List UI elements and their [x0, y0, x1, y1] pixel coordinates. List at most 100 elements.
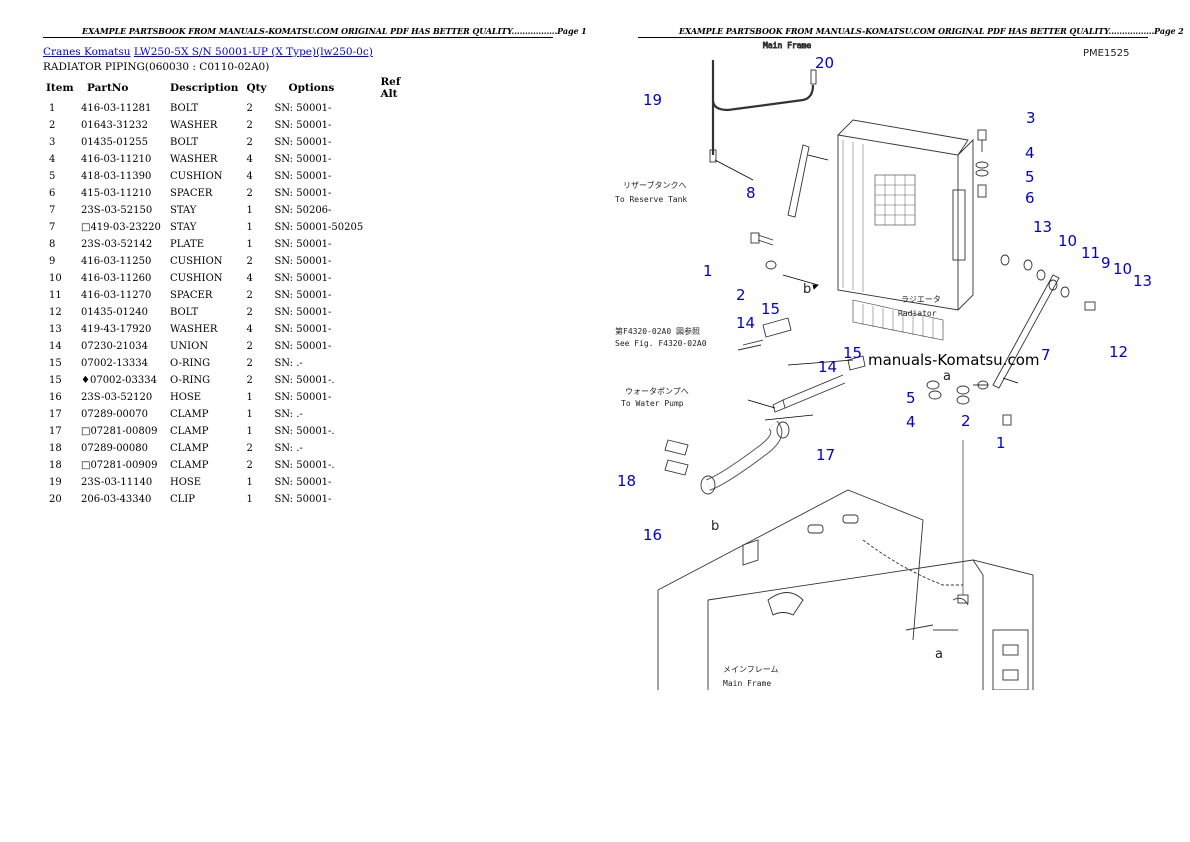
cell-description: CUSHION: [170, 273, 223, 284]
cell-item: 17: [49, 426, 62, 437]
cell-item: 9: [49, 256, 56, 267]
callout-2: 2: [736, 286, 746, 304]
col-header-ref-alt: Ref Alt: [380, 76, 401, 100]
cell-options: SN: .-: [274, 358, 303, 369]
cell-partno: 23S-03-52120: [81, 392, 153, 403]
callout-8: 8: [746, 184, 756, 202]
cell-qty: 1: [246, 409, 253, 420]
col-header-options: Options: [288, 82, 335, 94]
cell-qty: 2: [246, 256, 253, 267]
cell-partno: 418-03-11390: [81, 171, 152, 182]
breadcrumb-link-model[interactable]: LW250-5X S/N 50001-UP (X Type)(lw250-0c): [133, 46, 373, 58]
cell-partno: 416-03-11270: [81, 290, 152, 301]
cell-partno: 07002-13334: [81, 358, 149, 369]
radiator-label: Radiator: [898, 309, 937, 318]
cell-qty: 1: [246, 392, 253, 403]
drawing-code: PME1525: [1083, 48, 1129, 59]
header-rule: [43, 37, 553, 38]
cell-description: CLAMP: [170, 460, 209, 471]
cell-ref-alt: [380, 219, 420, 236]
cell-item: 14: [49, 341, 62, 352]
cell-item: 7: [49, 205, 56, 216]
cell-description: STAY: [170, 205, 197, 216]
cell-options: SN: 50001-: [274, 307, 332, 318]
cell-description: CLAMP: [170, 409, 209, 420]
cell-description: PLATE: [170, 239, 205, 250]
cell-partno: 23S-03-11140: [81, 477, 153, 488]
cell-options: SN: 50001-: [274, 290, 332, 301]
cell-description: STAY: [170, 222, 197, 233]
cell-item: 6: [49, 188, 56, 199]
cell-ref-alt: [380, 100, 420, 117]
cell-options: SN: 50001-: [274, 494, 332, 505]
cell-ref-alt: [380, 423, 420, 440]
cell-qty: 4: [246, 171, 253, 182]
callout-4b: 4: [906, 413, 916, 431]
cell-qty: 1: [246, 222, 253, 233]
col-header-partno: PartNo: [87, 82, 129, 94]
parts-list-page: EXAMPLE PARTSBOOK FROM MANUALS-KOMATSU.C…: [43, 26, 587, 508]
cell-partno: 416-03-11250: [81, 256, 152, 267]
cell-partno: □419-03-23220: [81, 222, 161, 233]
cell-item: 15: [49, 375, 62, 386]
cell-ref-alt: [380, 389, 420, 406]
cell-qty: 4: [246, 273, 253, 284]
diagram-fragment-text: Main Frame: [763, 41, 811, 50]
cell-ref-alt: [380, 440, 420, 457]
cell-partno: 415-03-11210: [81, 188, 152, 199]
cell-item: 16: [49, 392, 62, 403]
cell-item: 18: [49, 460, 62, 471]
cell-options: SN: 50001-: [274, 477, 332, 488]
reserve-tank-label-jp: リザーブタンクへ: [623, 180, 687, 190]
cell-item: 15: [49, 358, 62, 369]
cell-qty: 1: [246, 494, 253, 505]
cell-qty: 1: [246, 426, 253, 437]
cell-qty: 4: [246, 324, 253, 335]
ref-b-bottom: b: [711, 519, 719, 534]
cell-qty: 2: [246, 341, 253, 352]
callout-15: 15: [761, 300, 780, 318]
cell-description: CLIP: [170, 494, 195, 505]
cell-description: HOSE: [170, 392, 202, 403]
cell-item: 17: [49, 409, 62, 420]
callout-20: 20: [815, 54, 834, 72]
ref-a-top: a: [943, 369, 951, 384]
cell-partno: 07289-00070: [81, 409, 149, 420]
reserve-hose: [711, 60, 815, 112]
cell-partno: 416-03-11210: [81, 154, 152, 165]
cell-description: HOSE: [170, 477, 202, 488]
col-header-item: Item: [46, 82, 74, 94]
cell-ref-alt: [380, 321, 420, 338]
callout-1: 1: [703, 262, 713, 280]
cell-description: BOLT: [170, 307, 199, 318]
stay-right: [992, 274, 1060, 389]
table-row: 16 23S-03-52120 HOSE 1 SN: 50001-: [46, 389, 420, 406]
callout-4: 4: [1025, 144, 1035, 162]
cell-description: UNION: [170, 341, 209, 352]
cell-options: SN: 50001-: [274, 341, 332, 352]
breadcrumb-link-cranes[interactable]: Cranes Komatsu: [43, 46, 131, 58]
cell-options: SN: 50001-: [274, 392, 332, 403]
cell-description: CLAMP: [170, 426, 209, 437]
see-fig-label-jp: 第F4320-02A0 図参照: [615, 326, 700, 336]
cell-options: SN: 50001-: [274, 103, 332, 114]
cell-qty: 2: [246, 137, 253, 148]
callout-6: 6: [1025, 189, 1035, 207]
cell-options: SN: 50001-50205: [274, 222, 364, 233]
cell-item: 8: [49, 239, 56, 250]
cell-ref-alt: [380, 270, 420, 287]
diagram-annotations: PME1525 リザーブタンクへ To Reserve Tank ラジエータ R…: [615, 48, 1129, 688]
cell-description: SPACER: [170, 188, 213, 199]
callout-5b: 5: [906, 389, 916, 407]
cell-options: SN: 50001-: [274, 239, 332, 250]
page-header: EXAMPLE PARTSBOOK FROM MANUALS-KOMATSU.C…: [82, 26, 587, 36]
breadcrumb: Cranes Komatsu LW250-5X S/N 50001-UP (X …: [43, 46, 373, 58]
